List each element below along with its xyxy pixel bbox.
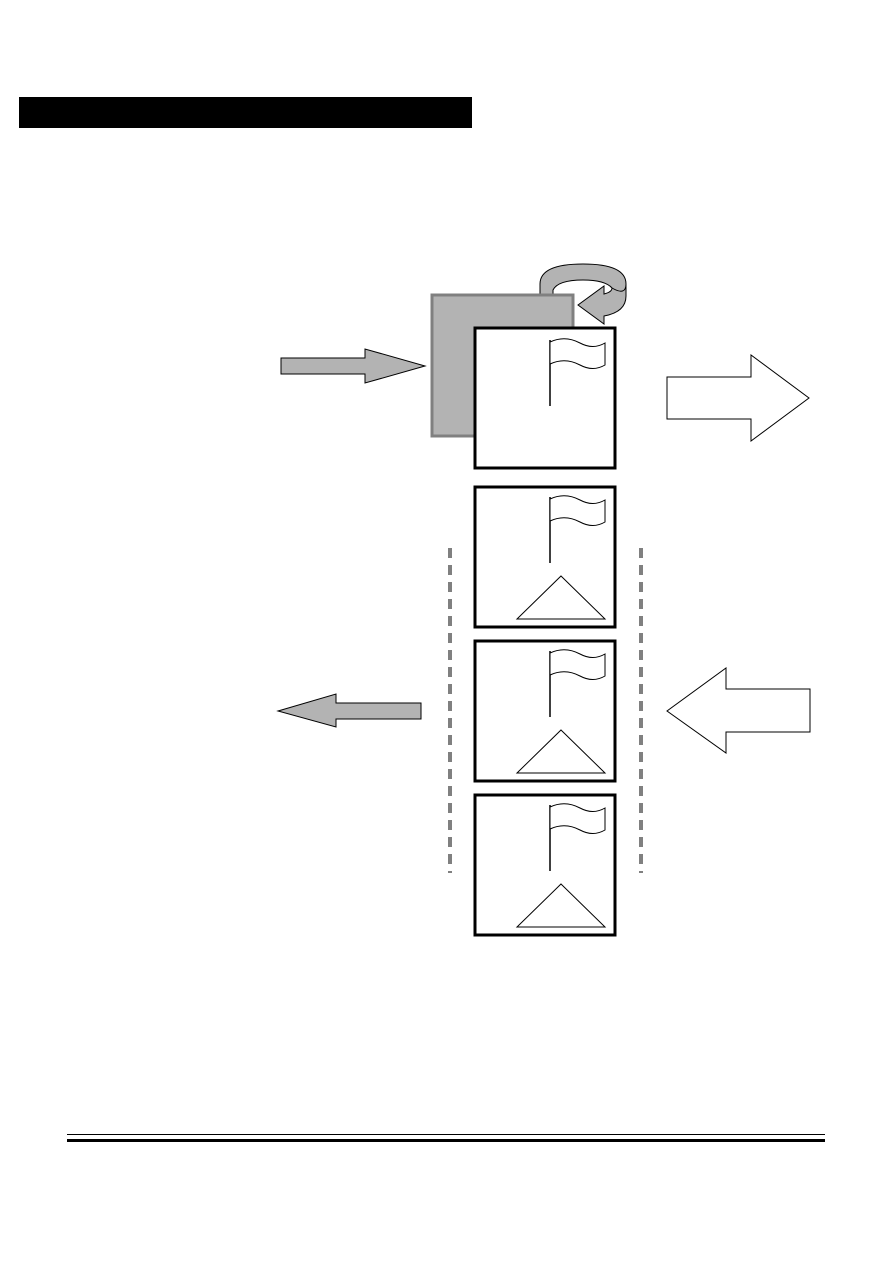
- front-frame: [473, 326, 617, 470]
- triangle-icon: [515, 729, 607, 774]
- title-bar: [19, 97, 472, 128]
- footer-rule-thick: [67, 1139, 825, 1142]
- output-arrow-right: [666, 354, 810, 442]
- rotate-ring: [539, 263, 627, 325]
- stack-frame-3: [473, 793, 617, 937]
- flag-icon: [549, 495, 606, 563]
- triangle-icon: [515, 575, 607, 620]
- input-arrow-left: [666, 667, 811, 754]
- flag-icon: [549, 649, 606, 717]
- footer-rule-thin: [67, 1134, 825, 1135]
- stack-frame-2: [473, 639, 617, 783]
- input-arrow-right: [280, 348, 427, 384]
- rotate-arrow-head: [611, 283, 627, 292]
- stack-frame-1: [473, 485, 617, 629]
- flag-icon: [549, 803, 606, 871]
- triangle-icon: [515, 883, 607, 928]
- flag-icon: [549, 338, 606, 406]
- rotate-arrow-icon: [539, 263, 627, 325]
- output-arrow-left: [276, 693, 422, 728]
